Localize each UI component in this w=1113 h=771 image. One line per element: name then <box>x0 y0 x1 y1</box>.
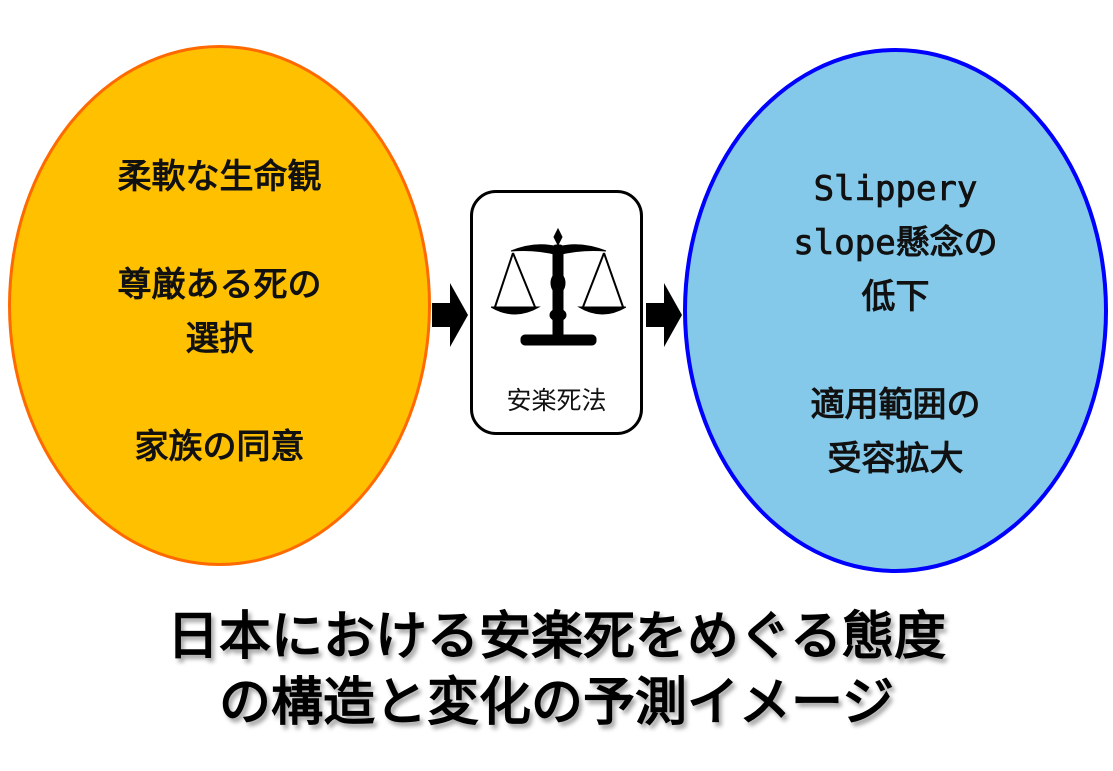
euthanasia-law-box: 安楽死法 <box>470 190 643 435</box>
diagram-title: 日本における安楽死をめぐる態度 の構造と変化の予測イメージ <box>0 604 1113 736</box>
left-line: 選択 <box>185 319 254 359</box>
euthanasia-law-label: 安楽死法 <box>506 386 607 415</box>
right-line-latin: slope <box>793 223 896 264</box>
right-arrow-icon <box>646 283 682 347</box>
right-line-jp: 懸念の <box>895 223 998 263</box>
left-line: 家族の同意 <box>134 427 305 467</box>
right-circle-predicted-change: Slippery slope懸念の 低下 適用範囲の 受容拡大 <box>683 48 1108 573</box>
right-arrow-icon <box>432 283 468 347</box>
title-line-2: の構造と変化の予測イメージ <box>219 673 894 733</box>
left-line: 柔軟な生命観 <box>117 157 322 197</box>
left-circle-current-attitudes: 柔軟な生命観 尊厳ある死の 選択 家族の同意 <box>8 45 431 566</box>
right-line: 適用範囲の <box>810 385 981 425</box>
left-circle-text: 柔軟な生命観 尊厳ある死の 選択 家族の同意 <box>11 150 428 474</box>
right-line: 低下 <box>861 277 930 317</box>
right-line: slope懸念の <box>687 216 1104 270</box>
right-line: Slippery <box>813 169 978 210</box>
left-line: 尊厳ある死の <box>117 265 322 305</box>
title-line-1: 日本における安楽死をめぐる態度 <box>167 607 946 667</box>
scales-of-justice-icon <box>491 227 626 346</box>
right-circle-text: Slippery slope懸念の 低下 適用範囲の 受容拡大 <box>687 162 1104 486</box>
right-line: 受容拡大 <box>827 439 964 479</box>
